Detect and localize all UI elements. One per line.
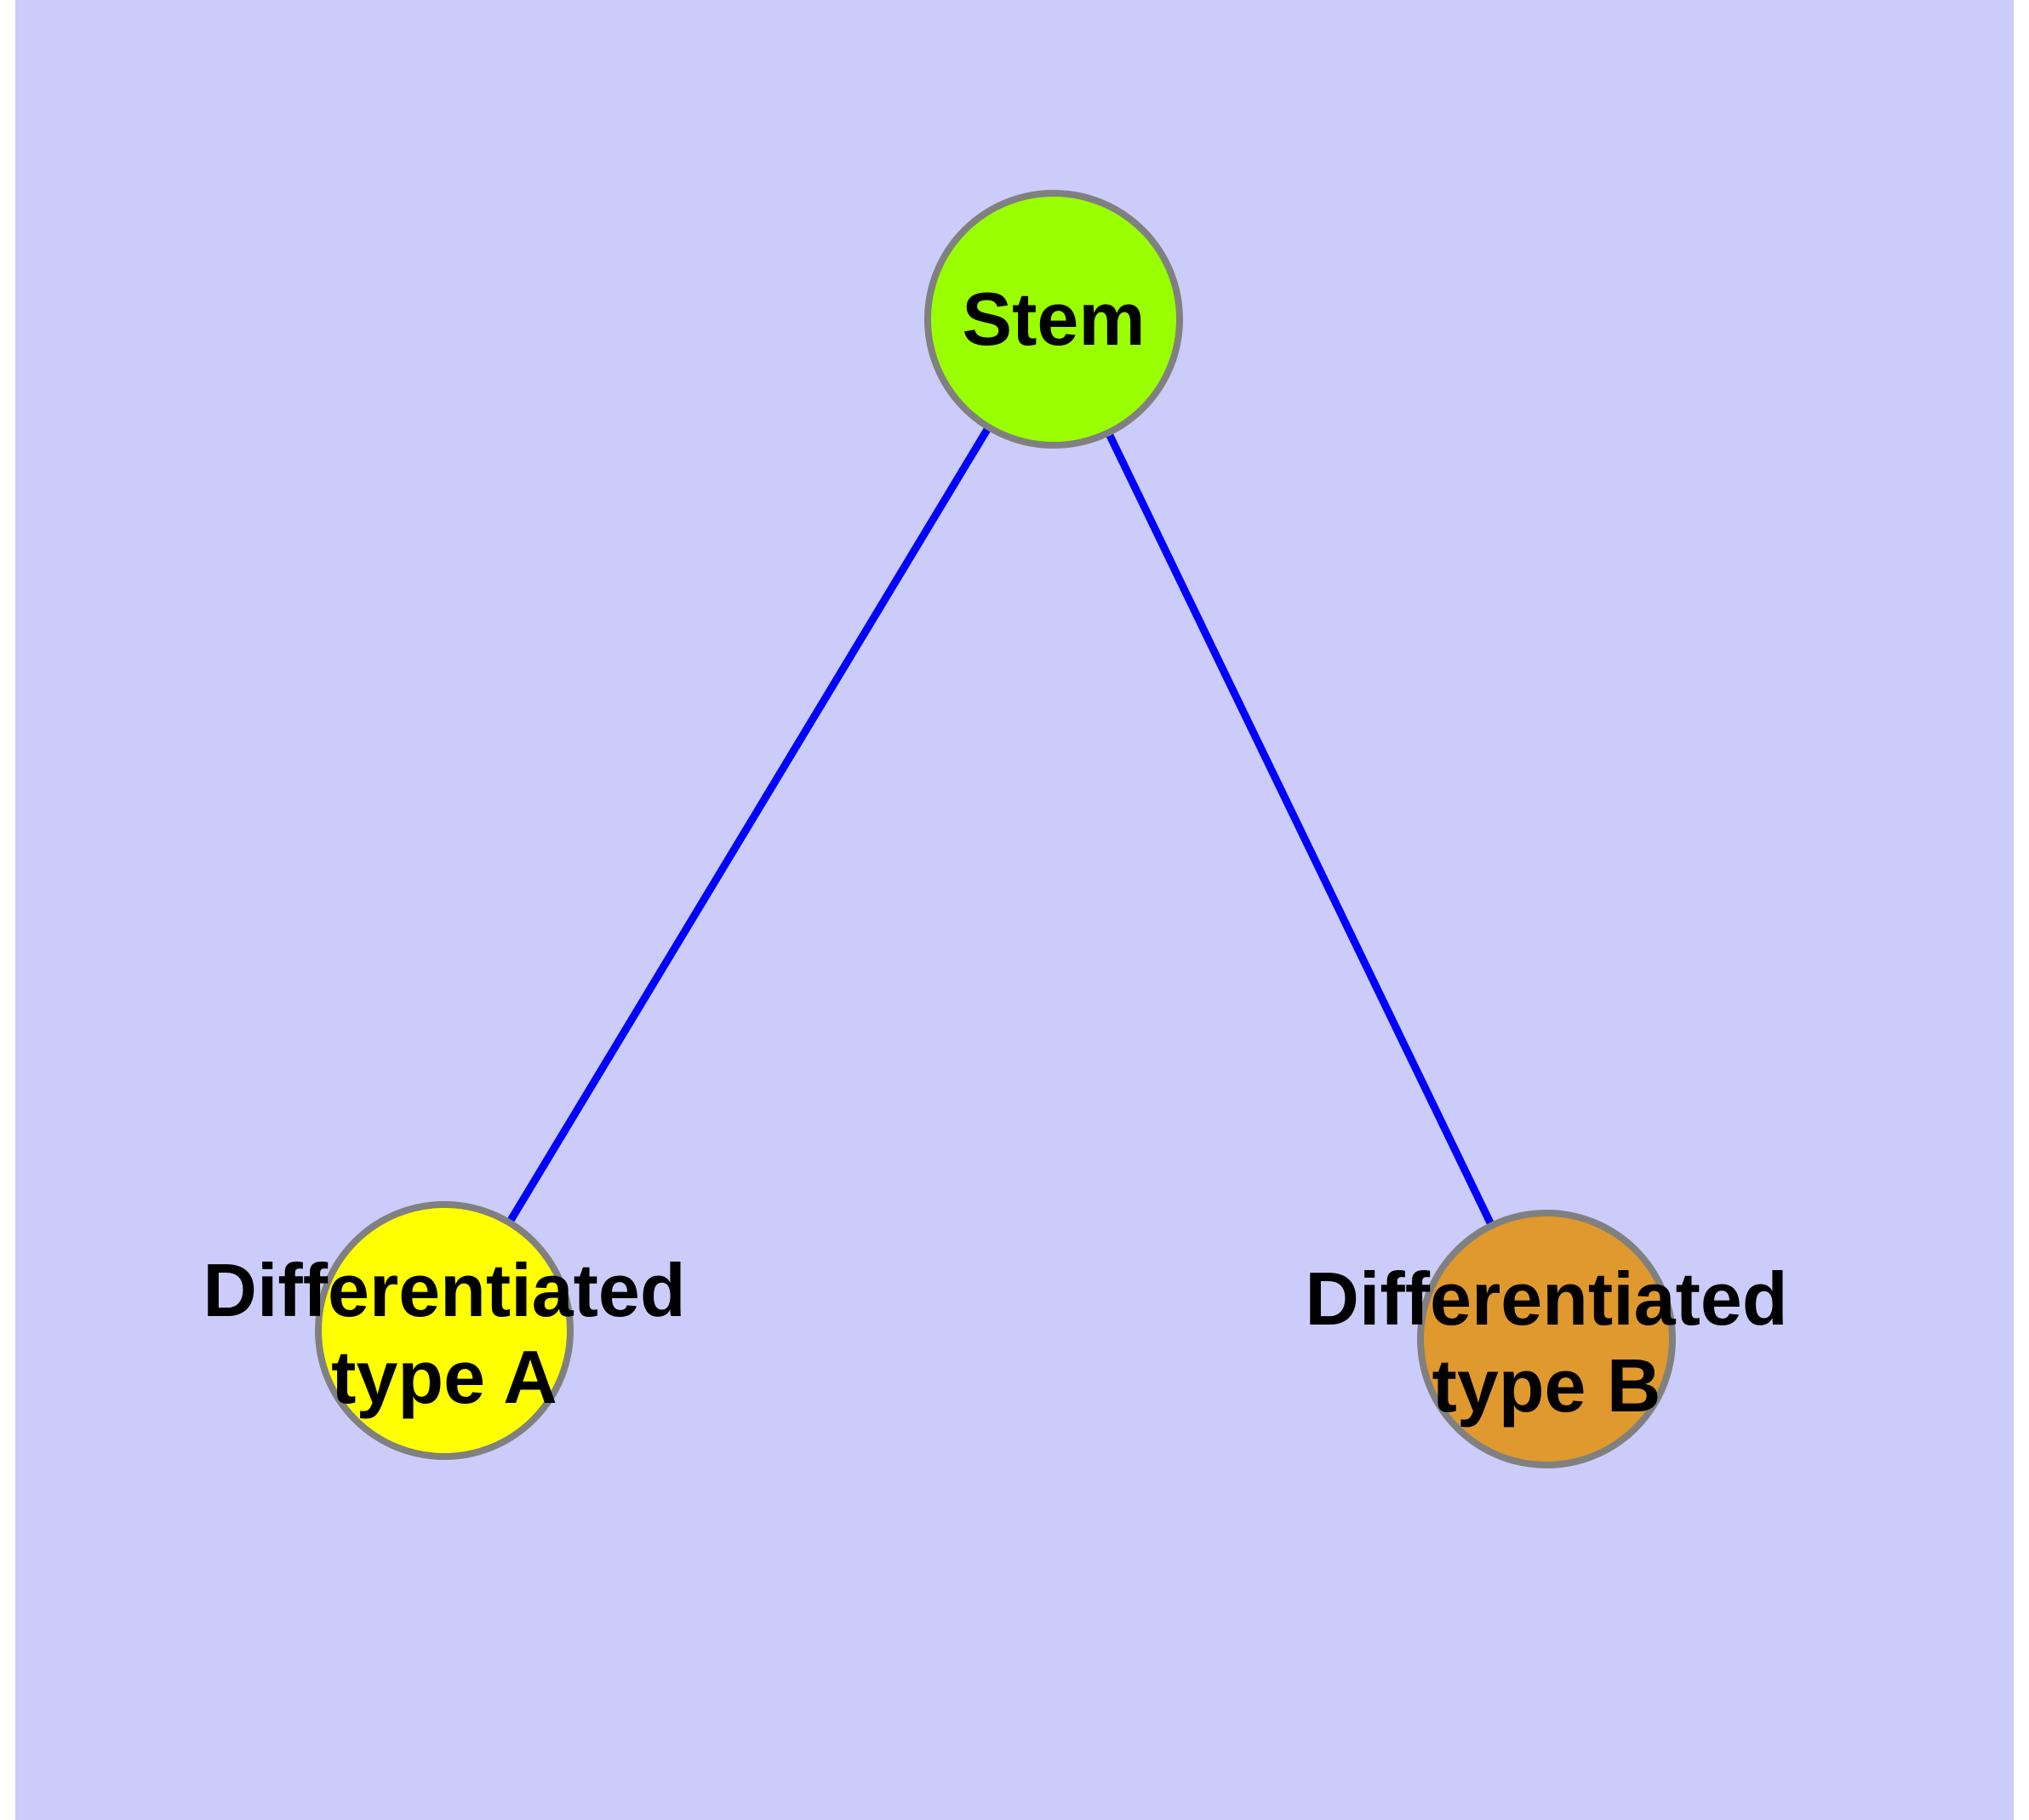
node-differentiated-type-a-label-line1: Differentiated [203, 1248, 685, 1332]
node-differentiated-type-b-label-line2: type B [1432, 1343, 1661, 1428]
node-stem-label: Stem [962, 277, 1145, 361]
node-stem[interactable] [924, 190, 1183, 449]
node-differentiated-type-b-circle[interactable] [1417, 1210, 1676, 1468]
edges-layer [441, 317, 1551, 1341]
edge-stem-to-differentiated-type-b[interactable] [1049, 318, 1551, 1341]
node-differentiated-type-a[interactable] [315, 1201, 574, 1460]
node-differentiated-type-a-label-line2: type A [331, 1335, 557, 1419]
labels-layer: Stem Differentiated type A Differentiate… [203, 277, 1787, 1428]
node-stem-circle[interactable] [924, 190, 1183, 449]
edge-stem-to-differentiated-type-a[interactable] [441, 317, 1057, 1333]
node-differentiated-type-b[interactable] [1417, 1210, 1676, 1468]
nodes-layer [315, 190, 1676, 1468]
node-differentiated-type-b-label-line1: Differentiated [1305, 1256, 1787, 1341]
node-differentiated-type-a-circle[interactable] [315, 1201, 574, 1460]
